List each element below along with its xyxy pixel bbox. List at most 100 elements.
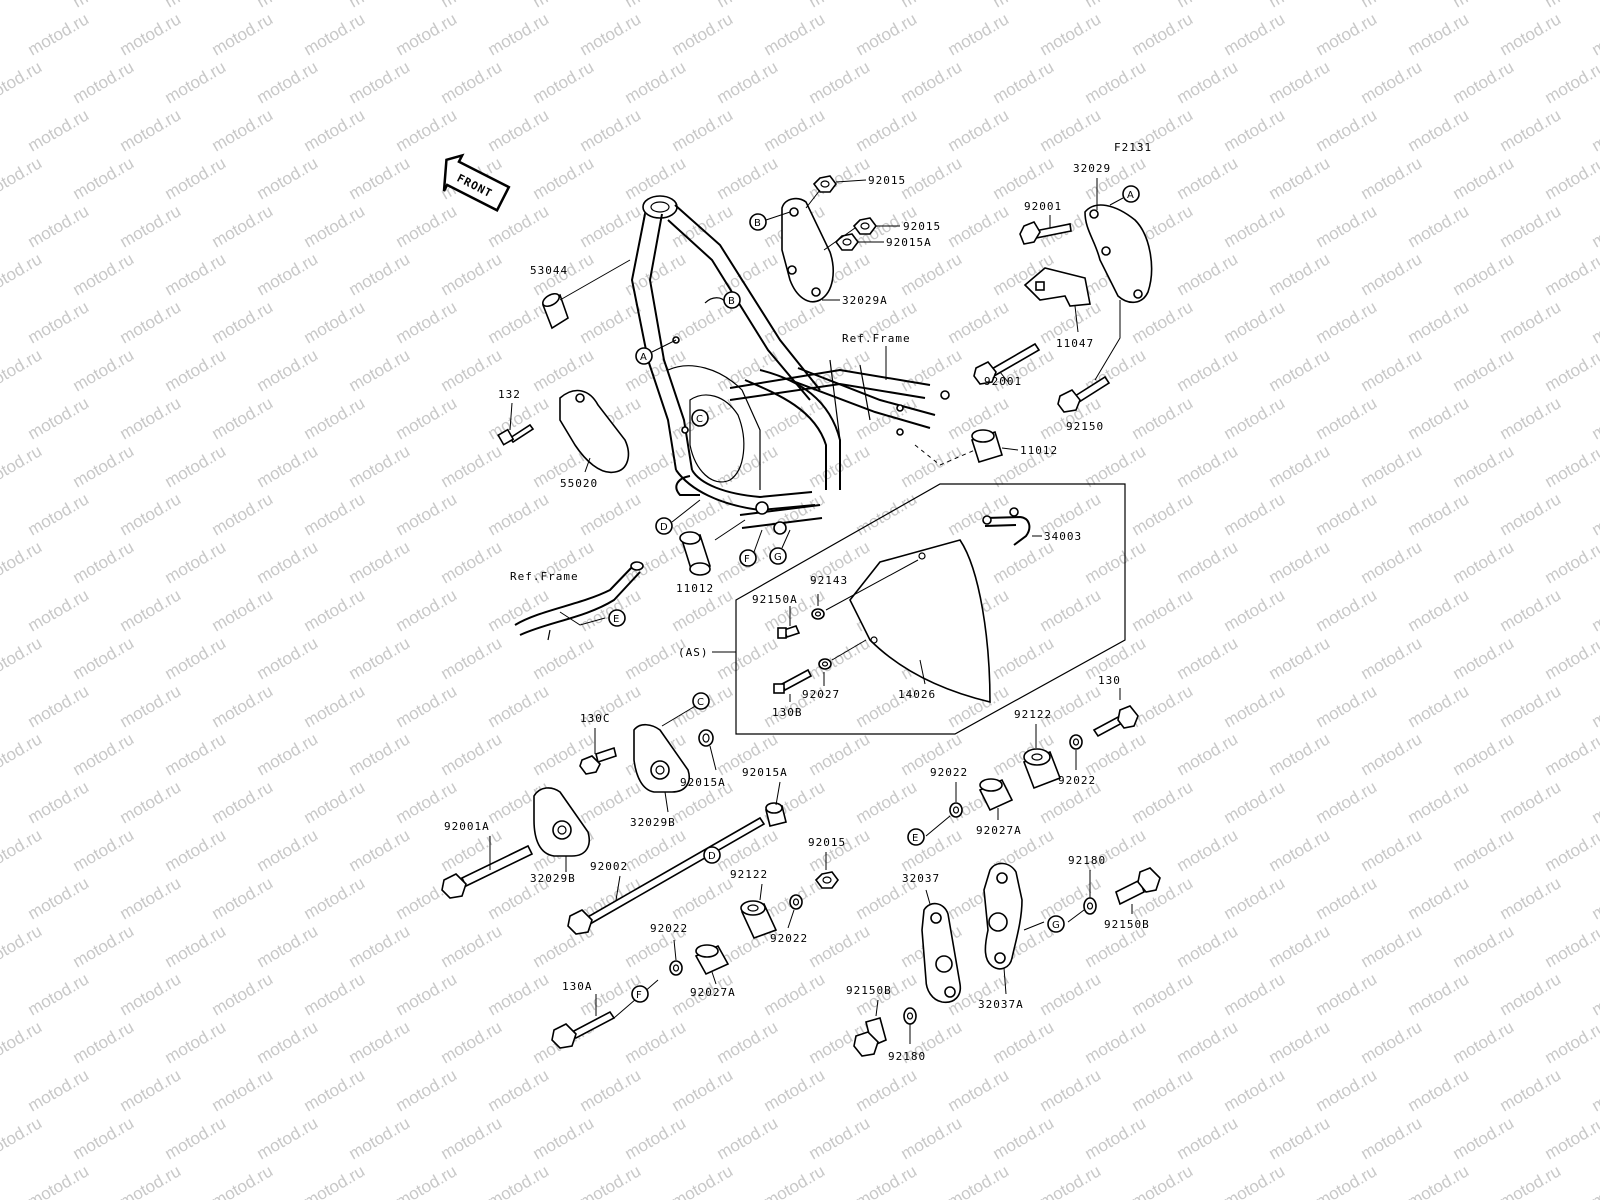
watermark-text: motod.ru — [990, 1113, 1058, 1163]
watermark-text: motod.ru — [1497, 681, 1565, 731]
watermark-text: motod.ru — [117, 873, 185, 923]
part-92001-bolt-top: 92001 — [1019, 200, 1072, 245]
watermark-text: motod.ru — [162, 441, 230, 491]
watermark-text: motod.ru — [1174, 249, 1242, 299]
part-92022-washer-right: 92022 — [1058, 734, 1095, 787]
watermark-text: motod.ru — [1221, 873, 1289, 923]
watermark-text: motod.ru — [1589, 201, 1600, 251]
watermark-text: motod.ru — [1450, 729, 1518, 779]
watermark-text: motod.ru — [438, 537, 506, 587]
watermark-text: motod.ru — [70, 921, 138, 971]
watermark-text: motod.ru — [0, 537, 45, 587]
watermark-text: motod.ru — [393, 489, 461, 539]
watermark-text: motod.ru — [485, 297, 553, 347]
watermark-text: motod.ru — [945, 1065, 1013, 1115]
watermark-text: motod.ru — [1542, 0, 1600, 11]
watermark-text: motod.ru — [806, 729, 874, 779]
watermark-text: motod.ru — [438, 249, 506, 299]
part-32037-link: 32037 — [902, 872, 962, 1004]
watermark-text: motod.ru — [162, 249, 230, 299]
watermark-text: motod.ru — [0, 345, 45, 395]
watermark-text: motod.ru — [209, 1065, 277, 1115]
watermark-text: motod.ru — [622, 1113, 690, 1163]
svg-text:C: C — [697, 697, 704, 708]
watermark-text: motod.ru — [1221, 9, 1289, 59]
watermark-text: motod.ru — [945, 1161, 1013, 1200]
watermark-text: motod.ru — [485, 969, 553, 1019]
part-130B-bolt: 130B — [772, 668, 813, 719]
watermark-text: motod.ru — [1221, 681, 1289, 731]
watermark-text: motod.ru — [0, 249, 45, 299]
label-92122-left: 92122 — [730, 868, 768, 881]
watermark-text: motod.ru — [1221, 393, 1289, 443]
watermark-text: motod.ru — [209, 969, 277, 1019]
callout-c-plate: C — [692, 692, 710, 710]
watermark-text: motod.ru — [254, 633, 322, 683]
label-130: 130 — [1098, 674, 1121, 687]
watermark-text: motod.ru — [1174, 921, 1242, 971]
watermark-text: motod.ru — [530, 57, 598, 107]
watermark-text: motod.ru — [438, 441, 506, 491]
part-92027A-collar-right: 92027A — [976, 778, 1021, 837]
watermark-text: motod.ru — [346, 0, 414, 11]
watermark-text: motod.ru — [1358, 633, 1426, 683]
watermark-text: motod.ru — [1358, 345, 1426, 395]
watermark-text: motod.ru — [1313, 105, 1381, 155]
watermark-text: motod.ru — [25, 873, 93, 923]
label-92143: 92143 — [810, 574, 848, 587]
watermark-text: motod.ru — [1450, 0, 1518, 11]
watermark-text: motod.ru — [301, 681, 369, 731]
label-92180-lower: 92180 — [888, 1050, 926, 1063]
watermark-text: motod.ru — [1542, 921, 1600, 971]
label-32029: 32029 — [1073, 162, 1111, 175]
watermark-text: motod.ru — [162, 825, 230, 875]
part-11012-lower: 11012 — [676, 519, 746, 595]
label-92027A-left: 92027A — [690, 986, 736, 999]
watermark-text: motod.ru — [0, 825, 45, 875]
watermark-text: motod.ru — [1266, 153, 1334, 203]
callout-e-washer: E — [907, 828, 925, 846]
watermark-text: motod.ru — [25, 393, 93, 443]
watermark-text: motod.ru — [25, 777, 93, 827]
watermark-text: motod.ru — [117, 1161, 185, 1200]
part-92180-washer-lower: 92180 — [888, 1007, 926, 1063]
watermark-text: motod.ru — [117, 585, 185, 635]
watermark-text: motod.ru — [117, 9, 185, 59]
watermark-text: motod.ru — [1129, 9, 1197, 59]
part-32029-bracket: 32029 — [1073, 162, 1153, 304]
callout-d-bolt: D — [703, 846, 721, 864]
watermark-text: motod.ru — [485, 489, 553, 539]
watermark-text: motod.ru — [1174, 0, 1242, 11]
callout-f-frame: F — [739, 529, 763, 567]
label-11012-upper: 11012 — [1020, 444, 1058, 457]
watermark-text: motod.ru — [761, 1161, 829, 1200]
watermark-text: motod.ru — [1129, 1065, 1197, 1115]
watermark-text: motod.ru — [1450, 1017, 1518, 1067]
watermark-text: motod.ru — [898, 0, 966, 11]
watermark-text: motod.ru — [485, 1065, 553, 1115]
watermark-text: motod.ru — [1313, 297, 1381, 347]
watermark-text: motod.ru — [1266, 57, 1334, 107]
watermark-text: motod.ru — [1174, 825, 1242, 875]
watermark-text: motod.ru — [1266, 345, 1334, 395]
label-32029A: 32029A — [842, 294, 888, 307]
watermark-text: motod.ru — [898, 1113, 966, 1163]
assembly-box: (AS) — [678, 483, 1126, 735]
callout-b-frame: B — [723, 291, 741, 309]
watermark-text: motod.ru — [301, 105, 369, 155]
watermark-text: motod.ru — [530, 153, 598, 203]
watermark-text: motod.ru — [714, 1017, 782, 1067]
label-32037: 32037 — [902, 872, 940, 885]
watermark-text: motod.ru — [1266, 249, 1334, 299]
watermark-text: motod.ru — [70, 153, 138, 203]
label-ref-frame-top: Ref.Frame — [842, 332, 911, 345]
watermark-text: motod.ru — [1082, 0, 1150, 11]
watermark-text: motod.ru — [1450, 921, 1518, 971]
svg-text:D: D — [660, 522, 668, 533]
watermark-text: motod.ru — [25, 1161, 93, 1200]
part-92001A-bolt: 92001A — [441, 820, 534, 899]
watermark-text: motod.ru — [761, 9, 829, 59]
callout-f-bolt: F — [631, 985, 649, 1003]
watermark-text: motod.ru — [1313, 873, 1381, 923]
watermark-text: motod.ru — [301, 1065, 369, 1115]
